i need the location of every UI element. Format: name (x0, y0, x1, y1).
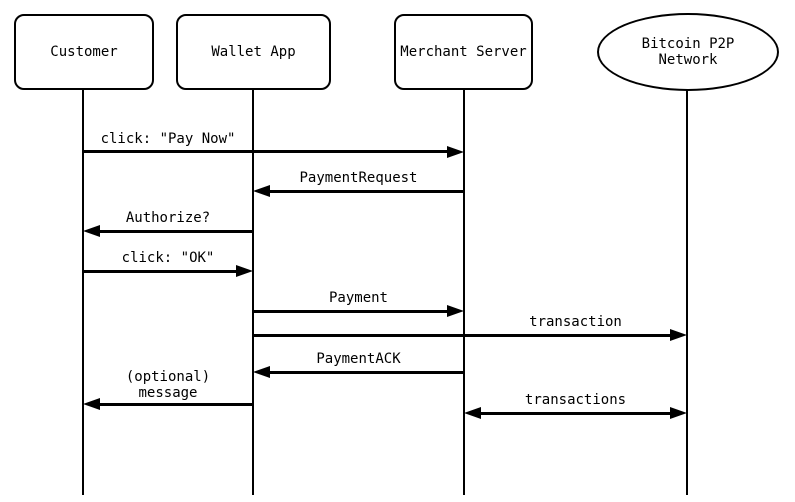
msg-transaction-line (253, 334, 671, 337)
msg-click-ok-arrowhead-icon (236, 265, 253, 277)
msg-transactions-line (478, 412, 672, 415)
msg-click-ok-line (83, 270, 236, 273)
msg-transactions-left-arrowhead-icon (464, 407, 481, 419)
msg-transaction-label: transaction (529, 314, 622, 330)
msg-payment-label: Payment (328, 290, 388, 306)
lifeline-bitcoin-p2p-network (686, 90, 688, 495)
msg-transaction-arrowhead-icon (670, 329, 687, 341)
msg-payment-request-line (268, 190, 464, 193)
msg-authorize-label: Authorize? (125, 210, 211, 226)
msg-payment-request-arrowhead-icon (253, 185, 270, 197)
msg-click-pay-now-line (83, 150, 448, 153)
msg-optional-message-label: (optional) message (125, 369, 211, 401)
msg-authorize-arrowhead-icon (83, 225, 100, 237)
msg-optional-message-line (98, 403, 253, 406)
msg-authorize-line (98, 230, 253, 233)
participant-merchant-server: Merchant Server (394, 14, 533, 90)
msg-optional-message-arrowhead-icon (83, 398, 100, 410)
msg-payment-ack-line (268, 371, 464, 374)
participant-bitcoin-p2p-network: Bitcoin P2P Network (597, 13, 779, 91)
lifeline-merchant-server (463, 90, 465, 495)
msg-click-ok-label: click: "OK" (121, 250, 215, 266)
msg-click-pay-now-label: click: "Pay Now" (100, 131, 236, 147)
msg-payment-line (253, 310, 449, 313)
lifeline-customer (82, 90, 84, 495)
participant-wallet-app: Wallet App (176, 14, 331, 90)
msg-payment-ack-label: PaymentACK (316, 351, 401, 367)
participant-customer: Customer (14, 14, 154, 90)
msg-click-pay-now-arrowhead-icon (447, 146, 464, 158)
msg-payment-ack-arrowhead-icon (253, 366, 270, 378)
lifeline-wallet-app (252, 90, 254, 495)
msg-transactions-right-arrowhead-icon (670, 407, 687, 419)
msg-payment-request-label: PaymentRequest (299, 170, 418, 186)
msg-transactions-label: transactions (524, 392, 627, 408)
msg-payment-arrowhead-icon (447, 305, 464, 317)
